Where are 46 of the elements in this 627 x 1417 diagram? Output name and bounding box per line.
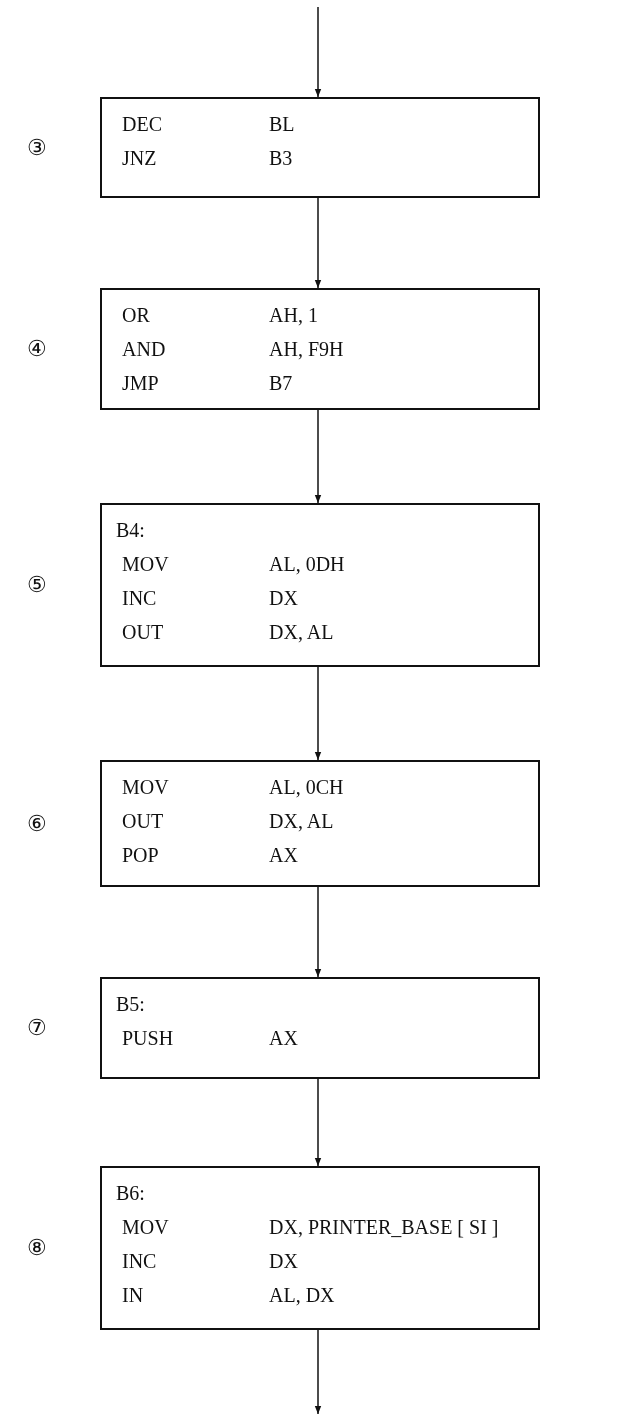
- instruction-mnemonic: IN: [122, 1283, 145, 1307]
- instruction-mnemonic: DEC: [122, 112, 163, 136]
- instruction-mnemonic: INC: [122, 586, 158, 610]
- instruction-mnemonic: OUT: [122, 809, 165, 833]
- step-number: ⑧: [26, 1236, 48, 1260]
- arrow: [314, 886, 322, 978]
- instruction-mnemonic: OR: [122, 303, 151, 327]
- instruction-mnemonic: JMP: [122, 371, 160, 395]
- instruction-mnemonic: PUSH: [122, 1026, 175, 1050]
- instruction-mnemonic: MOV: [122, 1215, 170, 1239]
- instruction-operand: AH, F9H: [269, 337, 344, 361]
- instruction-mnemonic: INC: [122, 1249, 158, 1273]
- instruction-mnemonic: OUT: [122, 620, 165, 644]
- code-label: B4:: [116, 518, 145, 543]
- step-number: ③: [26, 135, 48, 160]
- step-number: ④: [26, 337, 48, 361]
- instruction-operand: DX, AL: [269, 809, 334, 833]
- instruction-operand: DX: [269, 1249, 298, 1273]
- instruction-operand: BL: [269, 112, 295, 136]
- instruction-operand: DX: [269, 586, 298, 610]
- instruction-operand: AH, 1: [269, 303, 318, 327]
- code-label: B6:: [116, 1181, 145, 1206]
- step-number: ⑦: [26, 1016, 48, 1040]
- instruction-operand: AL, 0CH: [269, 775, 344, 799]
- instruction-mnemonic: MOV: [122, 775, 170, 799]
- instruction-operand: AL, DX: [269, 1283, 335, 1307]
- arrow: [314, 409, 322, 504]
- arrow: [314, 1329, 322, 1415]
- instruction-operand: DX, AL: [269, 620, 334, 644]
- arrow: [314, 6, 322, 98]
- instruction-operand: AX: [269, 843, 298, 867]
- arrow: [314, 197, 322, 289]
- code-label: B5:: [116, 992, 145, 1017]
- arrow: [314, 1078, 322, 1167]
- instruction-operand: AX: [269, 1026, 298, 1050]
- instruction-mnemonic: JNZ: [122, 146, 158, 170]
- arrow: [314, 666, 322, 761]
- instruction-operand: DX, PRINTER_BASE [ SI ]: [269, 1215, 499, 1239]
- instruction-operand: AL, 0DH: [269, 552, 345, 576]
- step-number: ⑥: [26, 811, 48, 836]
- instruction-mnemonic: POP: [122, 843, 160, 867]
- step-number: ⑤: [26, 573, 48, 597]
- instruction-operand: B3: [269, 146, 293, 170]
- instruction-mnemonic: AND: [122, 337, 167, 361]
- instruction-operand: B7: [269, 371, 293, 395]
- instruction-mnemonic: MOV: [122, 552, 170, 576]
